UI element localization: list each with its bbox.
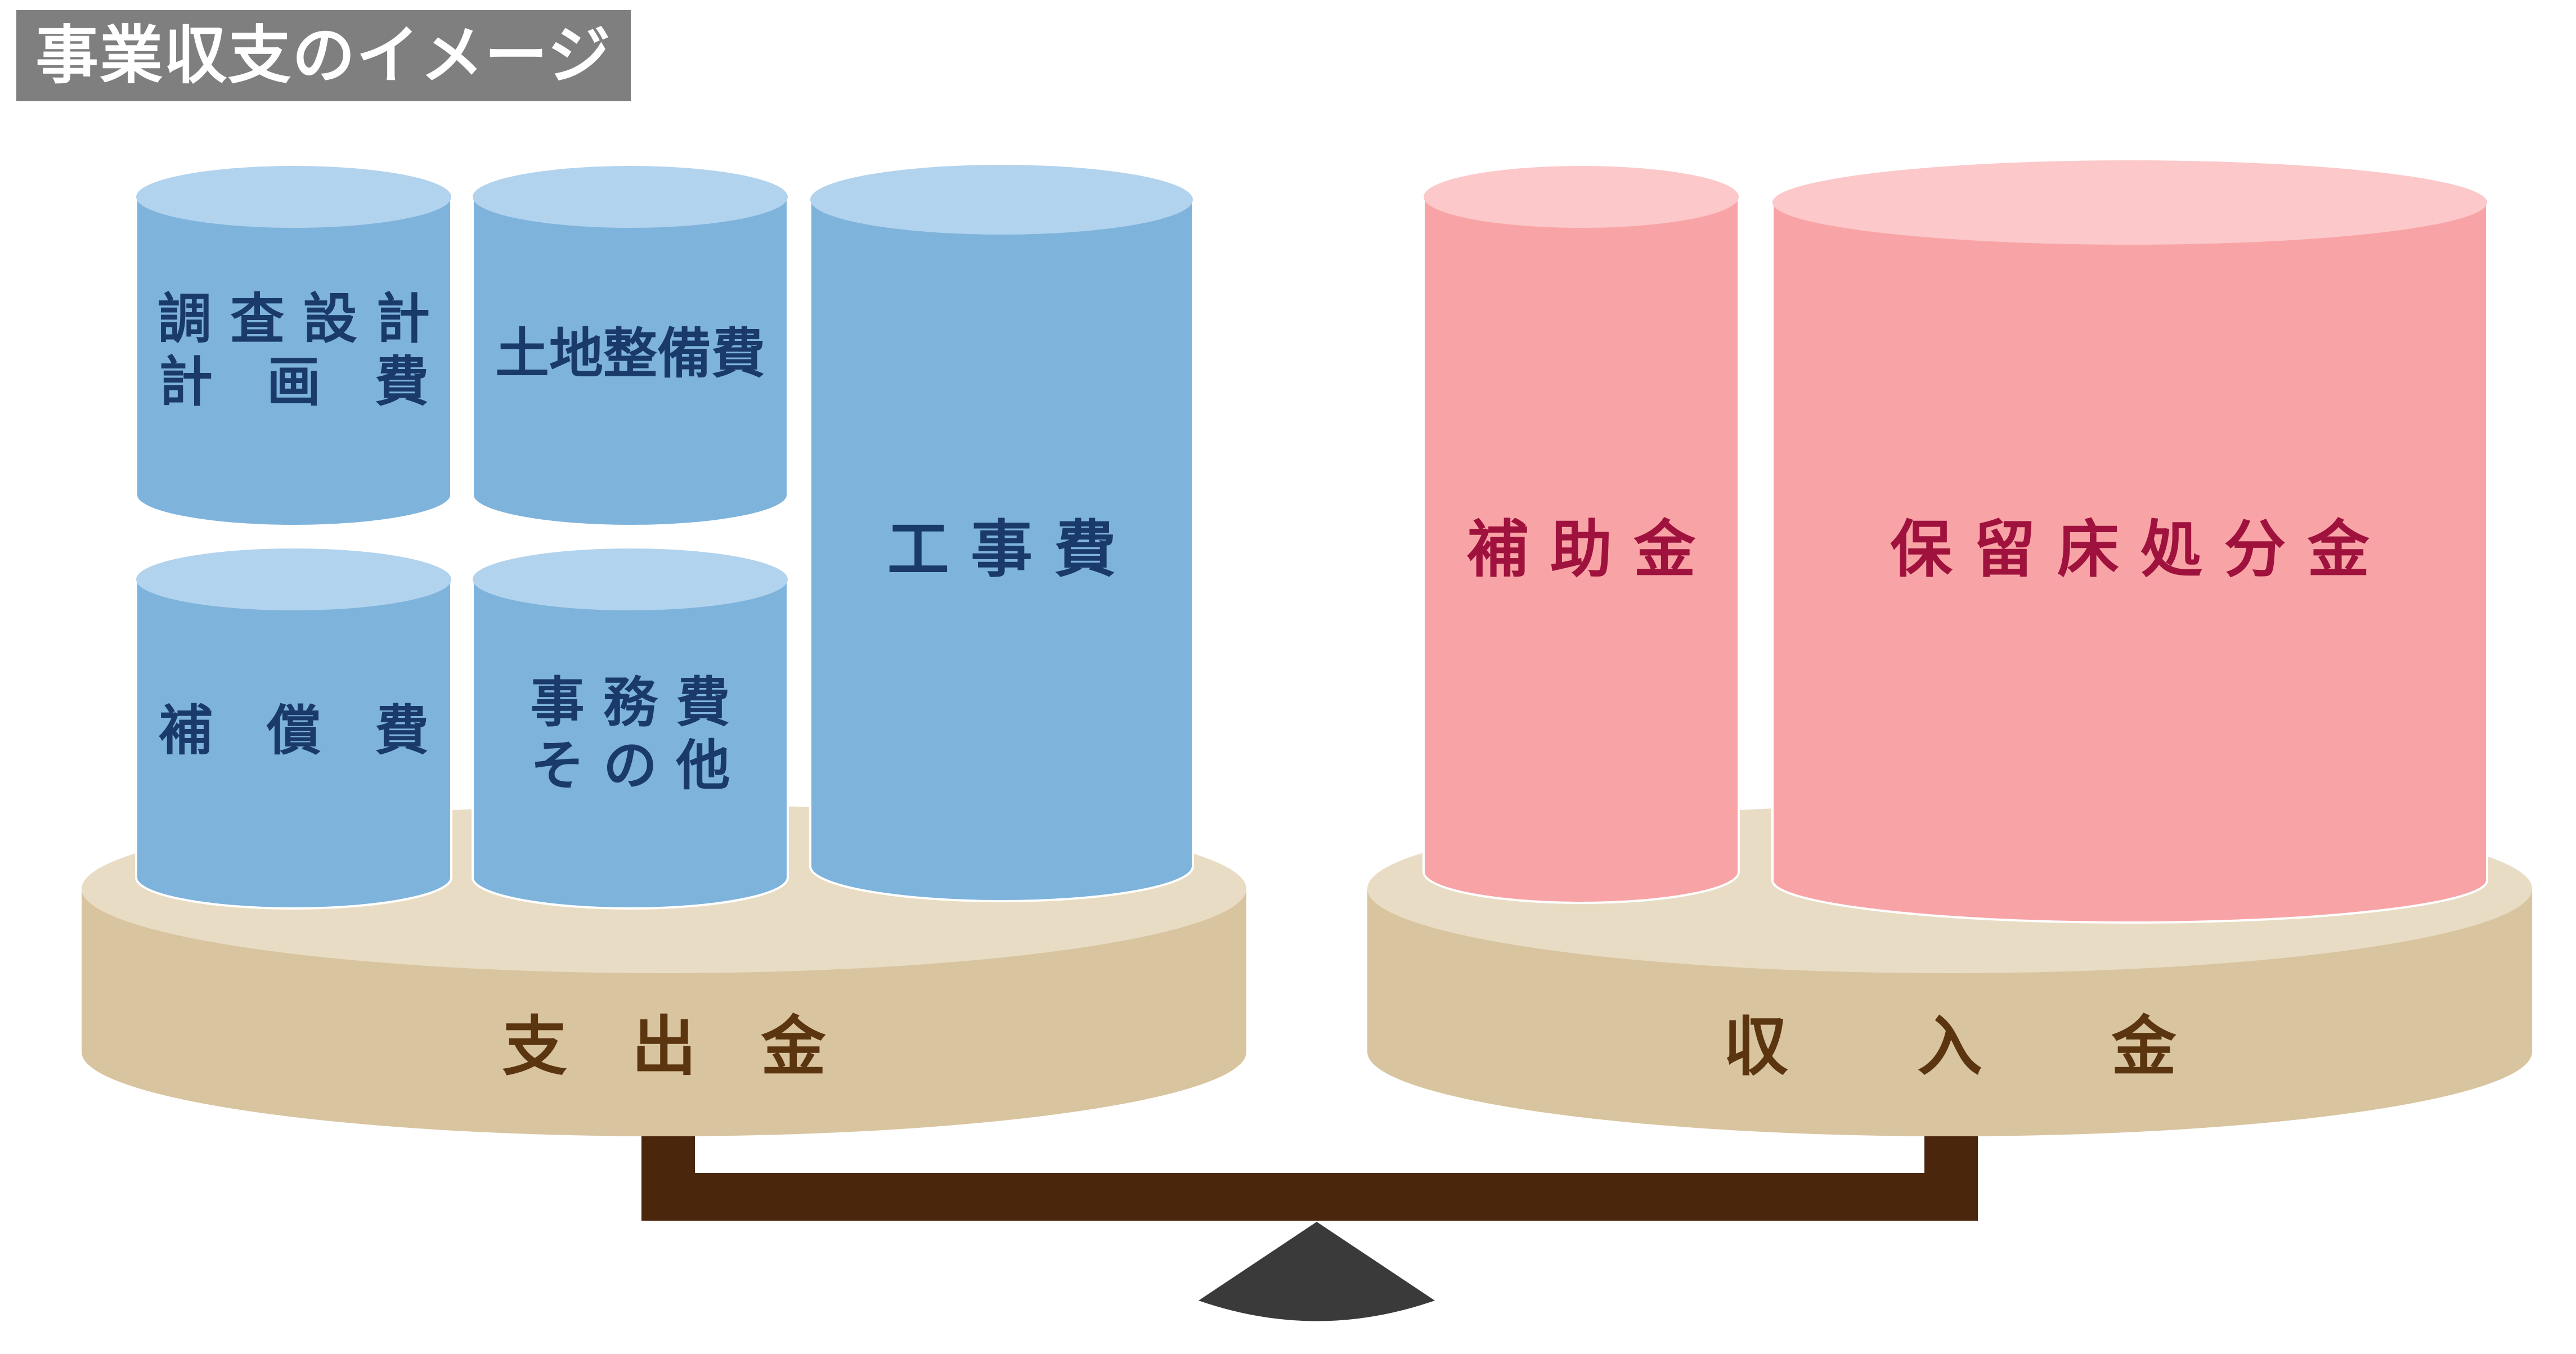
income-tray-label: 収 入 金 <box>1723 1009 2176 1085</box>
cylinder-body <box>135 196 452 527</box>
cylinder-label: 保 留 床 処 分 金 <box>1890 514 2369 586</box>
cylinder-construction: 工 事 費 <box>809 165 1194 902</box>
cylinder-label: 事 務 費 <box>531 671 730 734</box>
cylinder-body <box>135 578 452 910</box>
expense-tray-label: 支 出 金 <box>502 1009 826 1085</box>
cylinder-label: 補 償 費 <box>159 699 429 762</box>
cylinder-top <box>136 166 451 228</box>
cylinder-survey-design: 調 査 設 計 計 画 費 <box>135 166 452 527</box>
cylinder-body <box>1771 201 2488 924</box>
cylinder-body <box>809 199 1194 902</box>
cylinder-label: 調 査 設 計 <box>158 287 430 350</box>
cylinder-body <box>472 578 789 910</box>
beam-bar <box>641 1173 1978 1221</box>
cylinder-top <box>473 548 788 610</box>
cylinder-top <box>1772 160 2487 245</box>
cylinder-top <box>136 548 451 610</box>
cylinder-label: 計 画 費 <box>159 350 429 413</box>
page-title: 事業収支のイメージ <box>35 19 612 92</box>
title-banner <box>16 10 631 101</box>
cylinder-label: そ の 他 <box>531 734 730 797</box>
cylinder-office-other: 事 務 費 そ の 他 <box>472 548 789 910</box>
cylinder-label: 補 助 金 <box>1467 514 1697 586</box>
cylinder-body <box>1422 196 1740 904</box>
cylinder-top <box>473 166 788 228</box>
cylinder-body <box>472 196 789 527</box>
fulcrum <box>1199 1222 1435 1321</box>
scale-beam <box>641 1128 1978 1221</box>
cylinder-label: 土地整備費 <box>495 322 765 385</box>
cylinder-land-preparation: 土地整備費 <box>472 166 789 527</box>
cylinder-label: 工 事 費 <box>887 514 1116 586</box>
cylinder-compensation: 補 償 費 <box>135 548 452 910</box>
cylinder-top <box>810 165 1193 235</box>
cylinder-reserved-floor-sales: 保 留 床 処 分 金 <box>1771 160 2488 924</box>
cylinder-subsidy: 補 助 金 <box>1422 166 1740 904</box>
cylinder-top <box>1424 166 1739 228</box>
